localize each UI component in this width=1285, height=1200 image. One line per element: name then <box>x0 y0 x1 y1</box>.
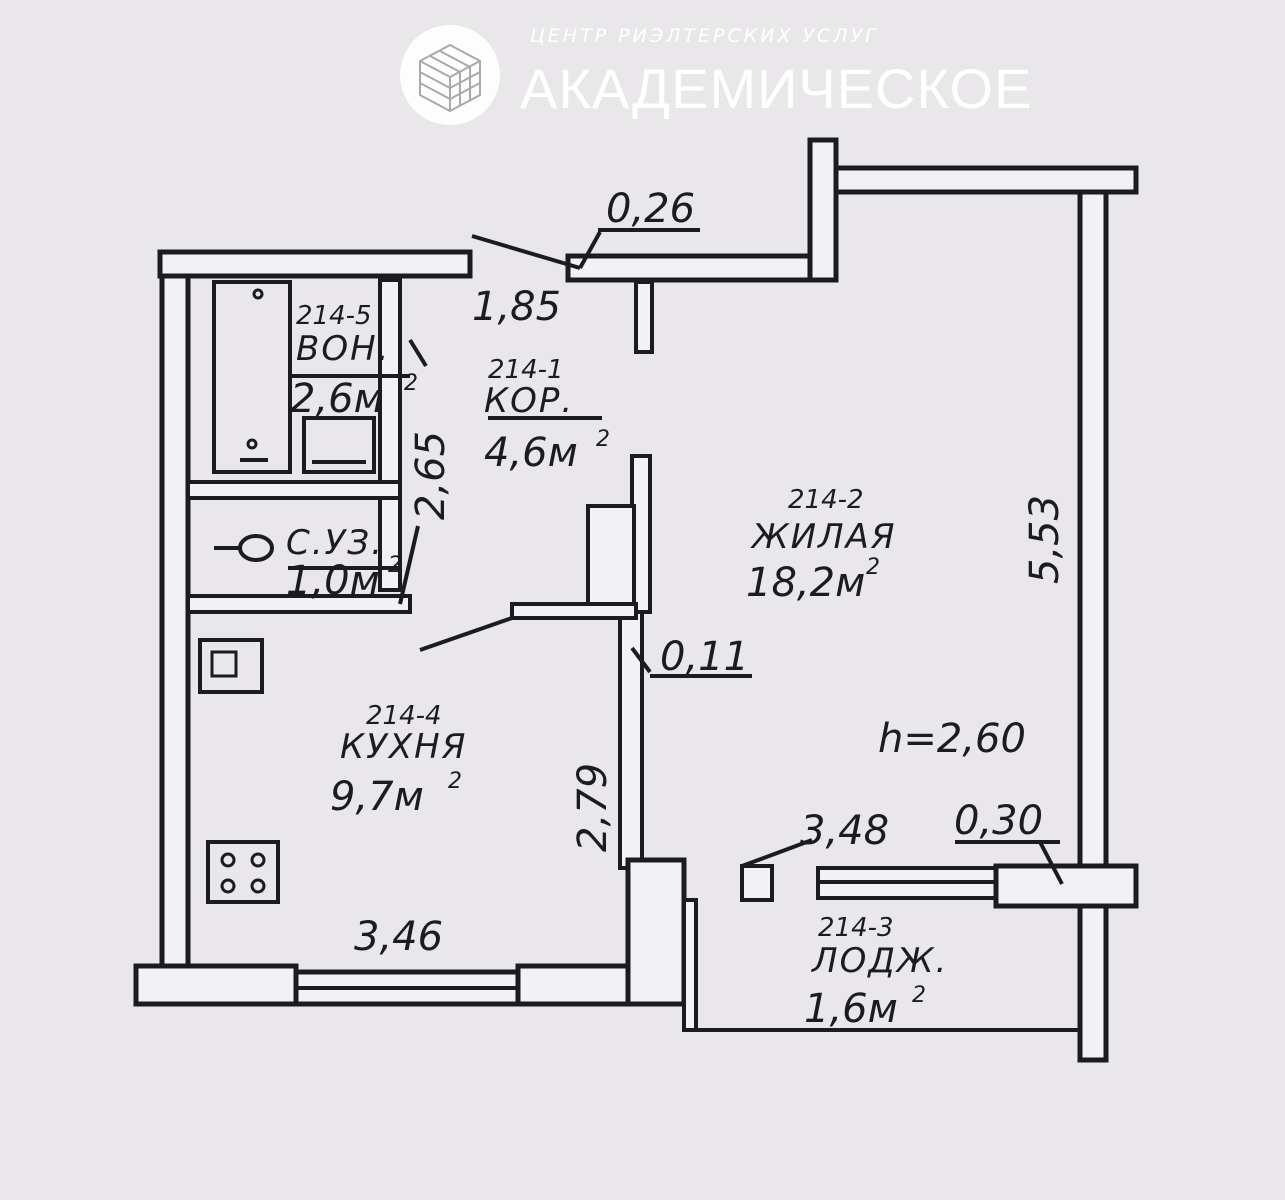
sink-icon <box>302 416 376 474</box>
dim-0-11: 0,11 <box>660 634 749 680</box>
wall-bottom-kitchen <box>133 963 299 1007</box>
dim-5-53: 5,53 <box>1022 495 1068 584</box>
loggia-left-wall <box>682 898 698 1032</box>
wall-kitchen-corner <box>625 857 687 1007</box>
cube-logo-icon <box>400 25 500 125</box>
living-code: 214-2 <box>788 485 864 515</box>
loggia-door-frame <box>740 864 774 902</box>
loggia-area: 1,6м <box>804 986 898 1032</box>
wall-bath-right <box>378 278 402 592</box>
room-corridor: 214-1 КОР. 4,6м 2 <box>484 355 610 476</box>
dim-3-48: 3,48 <box>800 808 889 854</box>
bathroom-area-sup: 2 <box>404 371 418 396</box>
bathtub-icon <box>212 280 292 474</box>
dimensions: 0,26 1,85 2,65 5,53 0,11 2,79 3,48 0,30 … <box>354 186 1068 960</box>
logo-tagline: ЦЕНТР РИЭЛТЕРСКИХ УСЛУГ <box>530 25 879 47</box>
dim-3-46: 3,46 <box>354 914 443 960</box>
room-kitchen: 214-4 КУХНЯ 9,7м 2 <box>330 701 467 820</box>
wall-left <box>159 273 191 969</box>
dim-2-65: 2,65 <box>408 431 454 520</box>
wall-bath-bottom <box>186 480 402 500</box>
wall-niche <box>586 504 636 606</box>
room-toilet: С.УЗ. 1,0м 2 <box>286 523 402 604</box>
room-loggia: 214-3 ЛОДЖ. 1,6м 2 <box>804 913 948 1032</box>
toilet-name: С.УЗ. <box>286 523 384 563</box>
living-area: 18,2м <box>746 560 865 606</box>
loggia-name: ЛОДЖ. <box>810 941 948 981</box>
stove-icon <box>206 840 280 904</box>
living-area-sup: 2 <box>866 555 880 580</box>
dim-1-85: 1,85 <box>472 284 561 330</box>
wall-top-left <box>157 249 473 279</box>
wall-kitchen-living <box>618 606 644 870</box>
corridor-area-sup: 2 <box>596 427 610 452</box>
wall-top-right <box>833 165 1139 195</box>
dim-0-26: 0,26 <box>606 186 695 232</box>
toilet-area-sup: 2 <box>388 553 402 578</box>
toilet-icon <box>214 534 274 562</box>
dim-2-79: 2,79 <box>570 763 616 852</box>
kitchen-area: 9,7м <box>330 774 424 820</box>
room-living: 214-2 ЖИЛАЯ 18,2м 2 <box>746 485 897 606</box>
wall-small-post <box>634 280 654 354</box>
dim-0-30: 0,30 <box>954 798 1043 844</box>
wall-right <box>1077 189 1109 1063</box>
corridor-code: 214-1 <box>488 355 564 385</box>
corridor-area: 4,6м <box>484 430 578 476</box>
toilet-area: 1,0м <box>286 558 380 604</box>
agency-logo: ЦЕНТР РИЭЛТЕРСКИХ УСЛУГ АКАДЕМИЧЕСКОЕ <box>400 25 1032 125</box>
bathroom-area: 2,6м <box>290 376 384 422</box>
kitchen-name: КУХНЯ <box>340 727 467 767</box>
loggia-code: 214-3 <box>818 913 894 943</box>
kitchen-area-sup: 2 <box>448 769 462 794</box>
leader-lines <box>288 228 1064 885</box>
kitchen-sink-icon <box>198 638 264 694</box>
wall-kitchen-top <box>510 602 638 620</box>
loggia-area-sup: 2 <box>912 983 926 1008</box>
logo-name: АКАДЕМИЧЕСКОЕ <box>520 57 1032 120</box>
kitchen-code: 214-4 <box>366 701 442 731</box>
ceiling-height: h=2,60 <box>878 716 1026 762</box>
wall-toilet-bottom <box>186 594 412 614</box>
wall-jog <box>807 137 839 283</box>
walls <box>133 137 1139 1063</box>
wall-top-middle <box>565 253 839 283</box>
living-name: ЖИЛАЯ <box>750 517 897 557</box>
wall-living-loggia <box>993 863 1139 909</box>
room-bathroom: 214-5 ВОН. 2,6м 2 <box>290 301 418 422</box>
bathroom-code: 214-5 <box>296 301 372 331</box>
fixtures <box>198 280 376 904</box>
bathroom-name: ВОН. <box>296 329 390 369</box>
corridor-name: КОР. <box>484 381 574 421</box>
